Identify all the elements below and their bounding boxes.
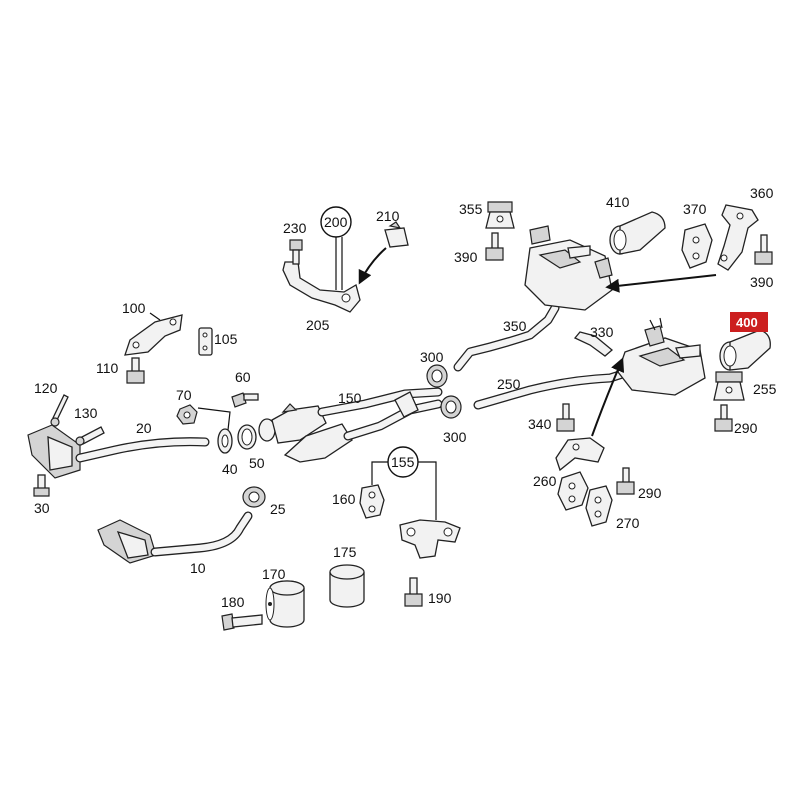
- heat-shield-330[interactable]: [573, 331, 614, 357]
- label-40: 40: [222, 461, 238, 477]
- gasket-40[interactable]: [217, 428, 233, 454]
- label-25: 25: [270, 501, 286, 517]
- clip-210[interactable]: [384, 221, 409, 248]
- bolt-30[interactable]: [33, 474, 50, 497]
- hanger-370[interactable]: [681, 223, 713, 269]
- label-30: 30: [34, 500, 50, 516]
- hanger-160[interactable]: [359, 484, 385, 519]
- damper-170[interactable]: [265, 580, 305, 628]
- label-340: 340: [528, 416, 552, 432]
- label-250: 250: [497, 376, 521, 392]
- label-290-right: 290: [734, 420, 758, 436]
- label-160: 160: [332, 491, 356, 507]
- bolt-110[interactable]: [126, 357, 145, 384]
- label-10: 10: [190, 560, 206, 576]
- damper-175[interactable]: [329, 564, 365, 608]
- label-400: 400: [736, 315, 758, 330]
- oxygen-sensor-120[interactable]: [50, 394, 69, 427]
- label-330: 330: [590, 324, 614, 340]
- label-155: 155: [391, 454, 415, 470]
- bolt-340[interactable]: [556, 403, 575, 432]
- label-130: 130: [74, 405, 98, 421]
- label-360: 360: [750, 185, 774, 201]
- label-50: 50: [249, 455, 265, 471]
- label-205: 205: [306, 317, 330, 333]
- label-150: 150: [338, 390, 362, 406]
- label-390-left: 390: [454, 249, 478, 265]
- label-190: 190: [428, 590, 452, 606]
- label-210: 210: [376, 208, 400, 224]
- clamp-50[interactable]: [237, 424, 257, 450]
- label-20: 20: [136, 420, 152, 436]
- label-70: 70: [176, 387, 192, 403]
- clamp-300-lower[interactable]: [440, 395, 462, 419]
- hanger-255[interactable]: [713, 371, 745, 401]
- clamp-25[interactable]: [242, 486, 266, 508]
- bolt-390-left[interactable]: [485, 232, 504, 261]
- label-255: 255: [753, 381, 777, 397]
- hanger-260[interactable]: [557, 471, 589, 511]
- clamp-300-upper[interactable]: [426, 364, 448, 388]
- label-100: 100: [122, 300, 146, 316]
- label-260: 260: [533, 473, 557, 489]
- label-170: 170: [262, 566, 286, 582]
- label-270: 270: [616, 515, 640, 531]
- tailpipe-410[interactable]: [609, 211, 666, 255]
- bracket-205[interactable]: [282, 261, 361, 313]
- intermediate-pipe-250[interactable]: [473, 365, 640, 410]
- label-105: 105: [214, 331, 238, 347]
- label-60: 60: [235, 369, 251, 385]
- arrow-360-to-muffler: [605, 274, 717, 293]
- arrow-260-to-muffler: [591, 357, 625, 437]
- bolt-290-lower[interactable]: [616, 467, 635, 495]
- bracket-360[interactable]: [717, 204, 759, 271]
- label-180: 180: [221, 594, 245, 610]
- bolt-290-right[interactable]: [714, 404, 733, 432]
- label-300-upper: 300: [420, 349, 444, 365]
- front-pipe-20[interactable]: [27, 424, 210, 479]
- arrow-210-to-205: [358, 247, 387, 285]
- tailpipe-400[interactable]: [719, 329, 771, 371]
- label-120: 120: [34, 380, 58, 396]
- highlight-400-badge[interactable]: [730, 312, 768, 332]
- bracket-260[interactable]: [555, 437, 605, 472]
- intermediate-pipe-350[interactable]: [453, 303, 560, 372]
- bracket-155[interactable]: [399, 519, 461, 559]
- bolt-180[interactable]: [221, 613, 263, 631]
- label-350: 350: [503, 318, 527, 334]
- sensor-130[interactable]: [75, 426, 105, 446]
- hanger-355[interactable]: [485, 201, 515, 229]
- front-pipe-10[interactable]: [97, 511, 253, 564]
- label-355: 355: [459, 201, 483, 217]
- label-200: 200: [324, 214, 348, 230]
- bolt-390-right[interactable]: [754, 234, 773, 265]
- label-290-lower: 290: [638, 485, 662, 501]
- hanger-270[interactable]: [585, 485, 613, 527]
- label-230: 230: [283, 220, 307, 236]
- rear-muffler-upper[interactable]: [524, 225, 613, 311]
- label-175: 175: [333, 544, 357, 560]
- label-370: 370: [683, 201, 707, 217]
- plate-105[interactable]: [198, 327, 213, 356]
- label-300-lower: 300: [443, 429, 467, 445]
- catalytic-converter-150[interactable]: [258, 387, 443, 463]
- label-110: 110: [96, 360, 119, 376]
- rear-muffler-lower[interactable]: [617, 317, 706, 396]
- label-390-right: 390: [750, 274, 774, 290]
- bracket-100[interactable]: [124, 314, 183, 356]
- bolt-60[interactable]: [231, 392, 259, 408]
- nut-70[interactable]: [176, 404, 198, 425]
- bolt-230[interactable]: [289, 239, 303, 265]
- label-410: 410: [606, 194, 630, 210]
- bolt-190[interactable]: [404, 577, 423, 607]
